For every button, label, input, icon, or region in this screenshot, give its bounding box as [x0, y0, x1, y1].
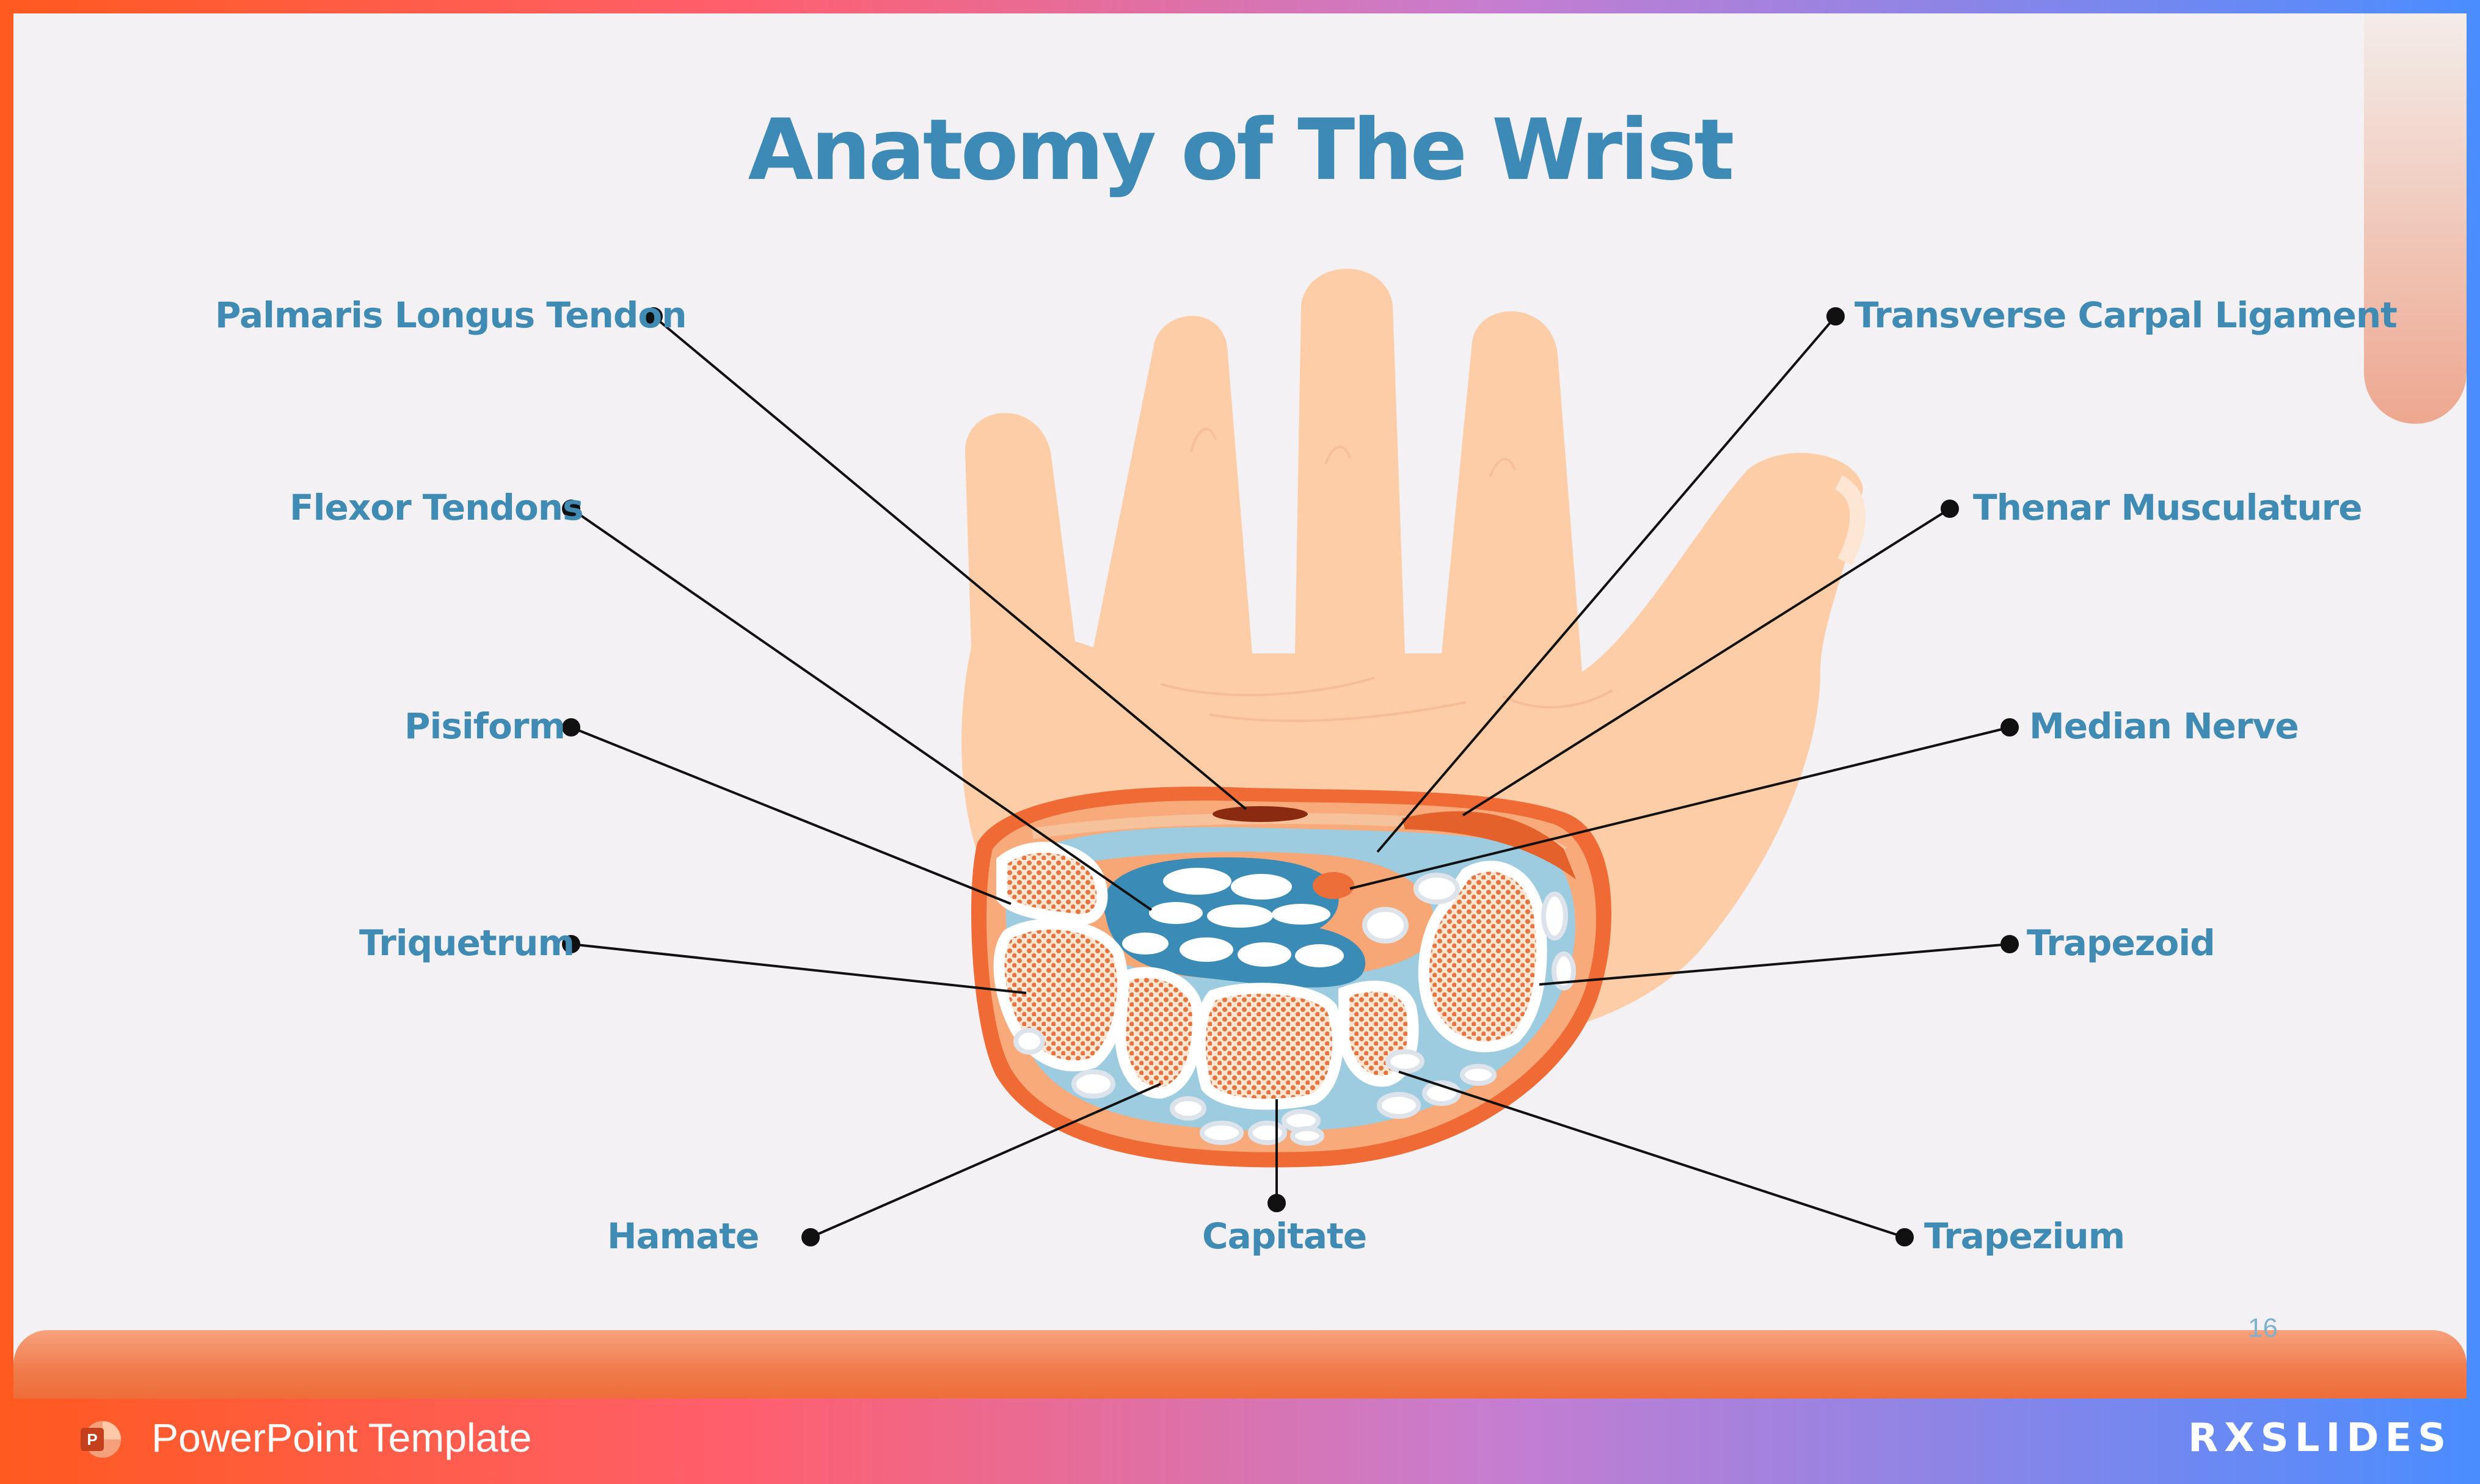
label-thenar-musculature: Thenar Musculature	[1973, 487, 2363, 528]
powerpoint-icon: P	[81, 1421, 121, 1458]
wrist-illustration	[562, 13, 2467, 1246]
label-flexor-tendons: Flexor Tendons	[290, 487, 584, 528]
label-trapezoid: Trapezoid	[2027, 922, 2216, 964]
footer-template-label: PowerPoint Template	[151, 1415, 532, 1460]
leader-hamate	[810, 1083, 1161, 1238]
corner-accent-tab	[2364, 13, 2467, 424]
leader-triquetrum	[571, 943, 1027, 994]
label-transverse-carpal-ligament: Transverse Carpal Ligament	[1855, 294, 2398, 336]
label-hamate: Hamate	[607, 1215, 759, 1257]
page-number: 16	[2248, 1313, 2278, 1343]
leader-median	[1349, 726, 2010, 890]
wrist-cross-section	[971, 787, 1611, 1168]
leader-transverse	[1376, 315, 1837, 853]
svg-text:P: P	[87, 1430, 97, 1449]
label-triquetrum: Triquetrum	[359, 922, 575, 964]
leader-flexor	[570, 507, 1153, 911]
leader-trapezoid	[1539, 943, 2010, 986]
label-median-nerve: Median Nerve	[2029, 705, 2299, 747]
label-trapezium: Trapezium	[1924, 1215, 2125, 1257]
bottom-accent-band	[13, 1330, 2467, 1399]
label-capitate: Capitate	[1202, 1215, 1367, 1257]
slide-title: Anatomy of The Wrist	[748, 101, 1735, 199]
brand-logo: RXSLIDES	[2188, 1416, 2453, 1461]
leader-lines	[562, 307, 2019, 1246]
leader-trapezium	[1398, 1071, 1905, 1238]
label-palmaris-longus-tendon: Palmaris Longus Tendon	[215, 294, 687, 336]
label-pisiform: Pisiform	[404, 705, 566, 747]
slide-canvas	[13, 13, 2467, 1395]
leader-palmaris	[652, 315, 1247, 810]
leader-thenar	[1462, 507, 1951, 817]
leader-pisiform	[571, 726, 1012, 905]
